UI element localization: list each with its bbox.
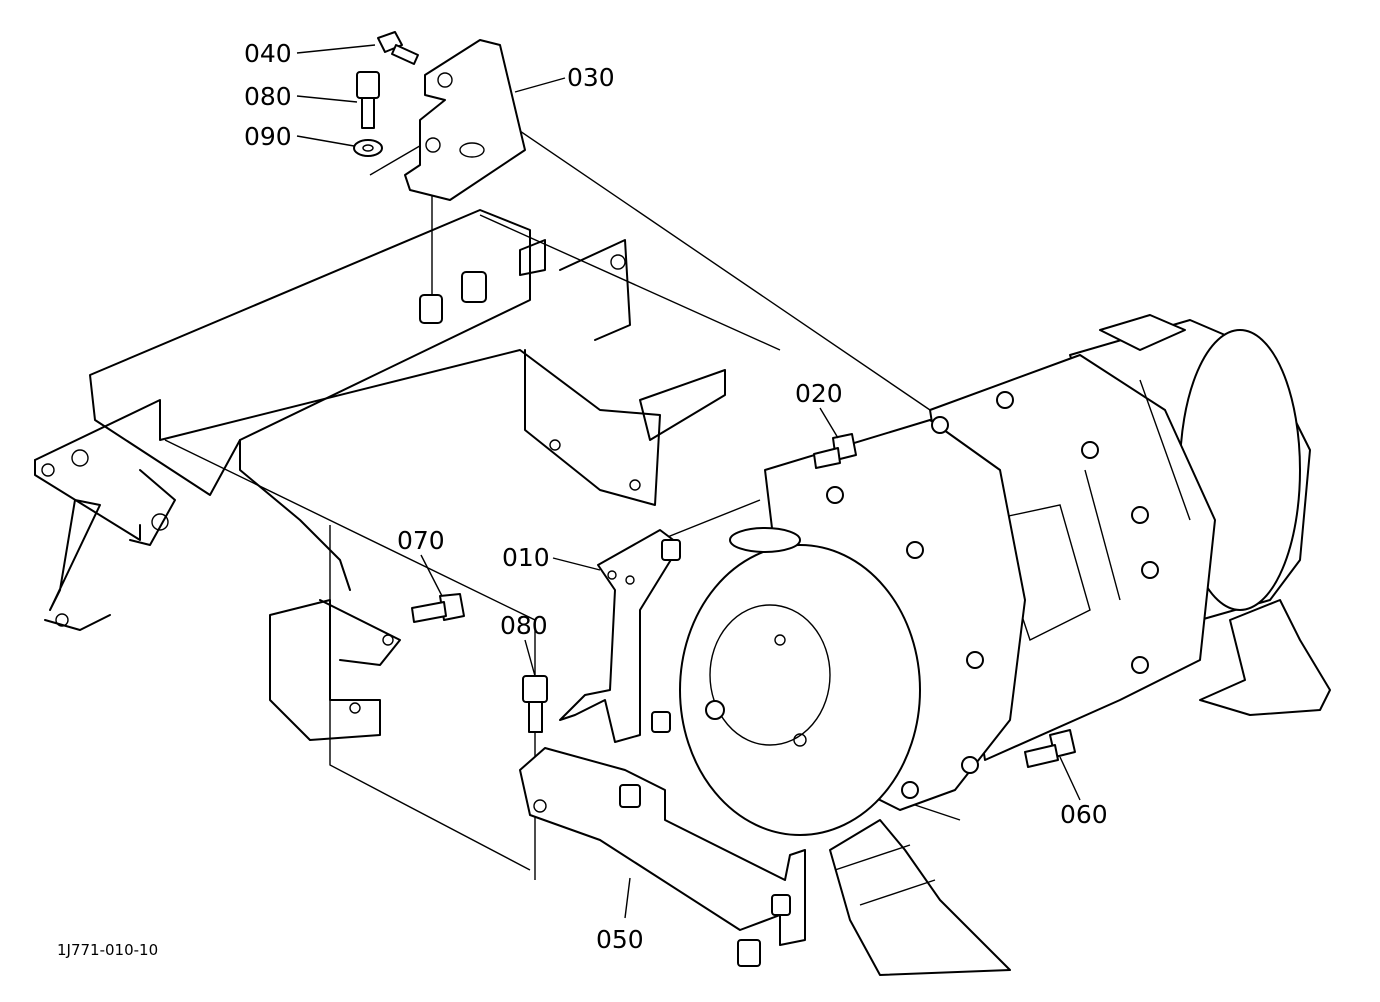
bolt-060 <box>1024 729 1076 768</box>
callout-090: 090 <box>244 122 292 151</box>
bolt-040 <box>377 31 419 65</box>
callout-030: 030 <box>567 63 615 92</box>
dpf-muffler-assembly <box>679 314 1331 976</box>
callout-labels: 040 080 090 030 020 070 010 080 060 050 <box>244 39 1108 954</box>
frame-base-plate <box>34 209 726 741</box>
callout-070: 070 <box>397 526 445 555</box>
callout-080-top: 080 <box>244 82 292 111</box>
diagram-code: 1J771-010-10 <box>57 941 158 959</box>
callout-020: 020 <box>795 379 843 408</box>
bracket-030 <box>404 39 526 201</box>
bracket-050 <box>519 747 806 967</box>
washer-090 <box>353 139 383 157</box>
callout-060: 060 <box>1060 800 1108 829</box>
bracket-010 <box>559 529 681 743</box>
callout-080-lower: 080 <box>500 611 548 640</box>
callout-040: 040 <box>244 39 292 68</box>
bolt-020 <box>813 433 857 469</box>
leader-lines <box>296 44 1081 919</box>
callout-010: 010 <box>502 543 550 572</box>
bolt-070 <box>411 593 465 623</box>
bolt-080-top <box>356 71 380 129</box>
callout-050: 050 <box>596 925 644 954</box>
bolt-080-lower <box>522 675 548 733</box>
